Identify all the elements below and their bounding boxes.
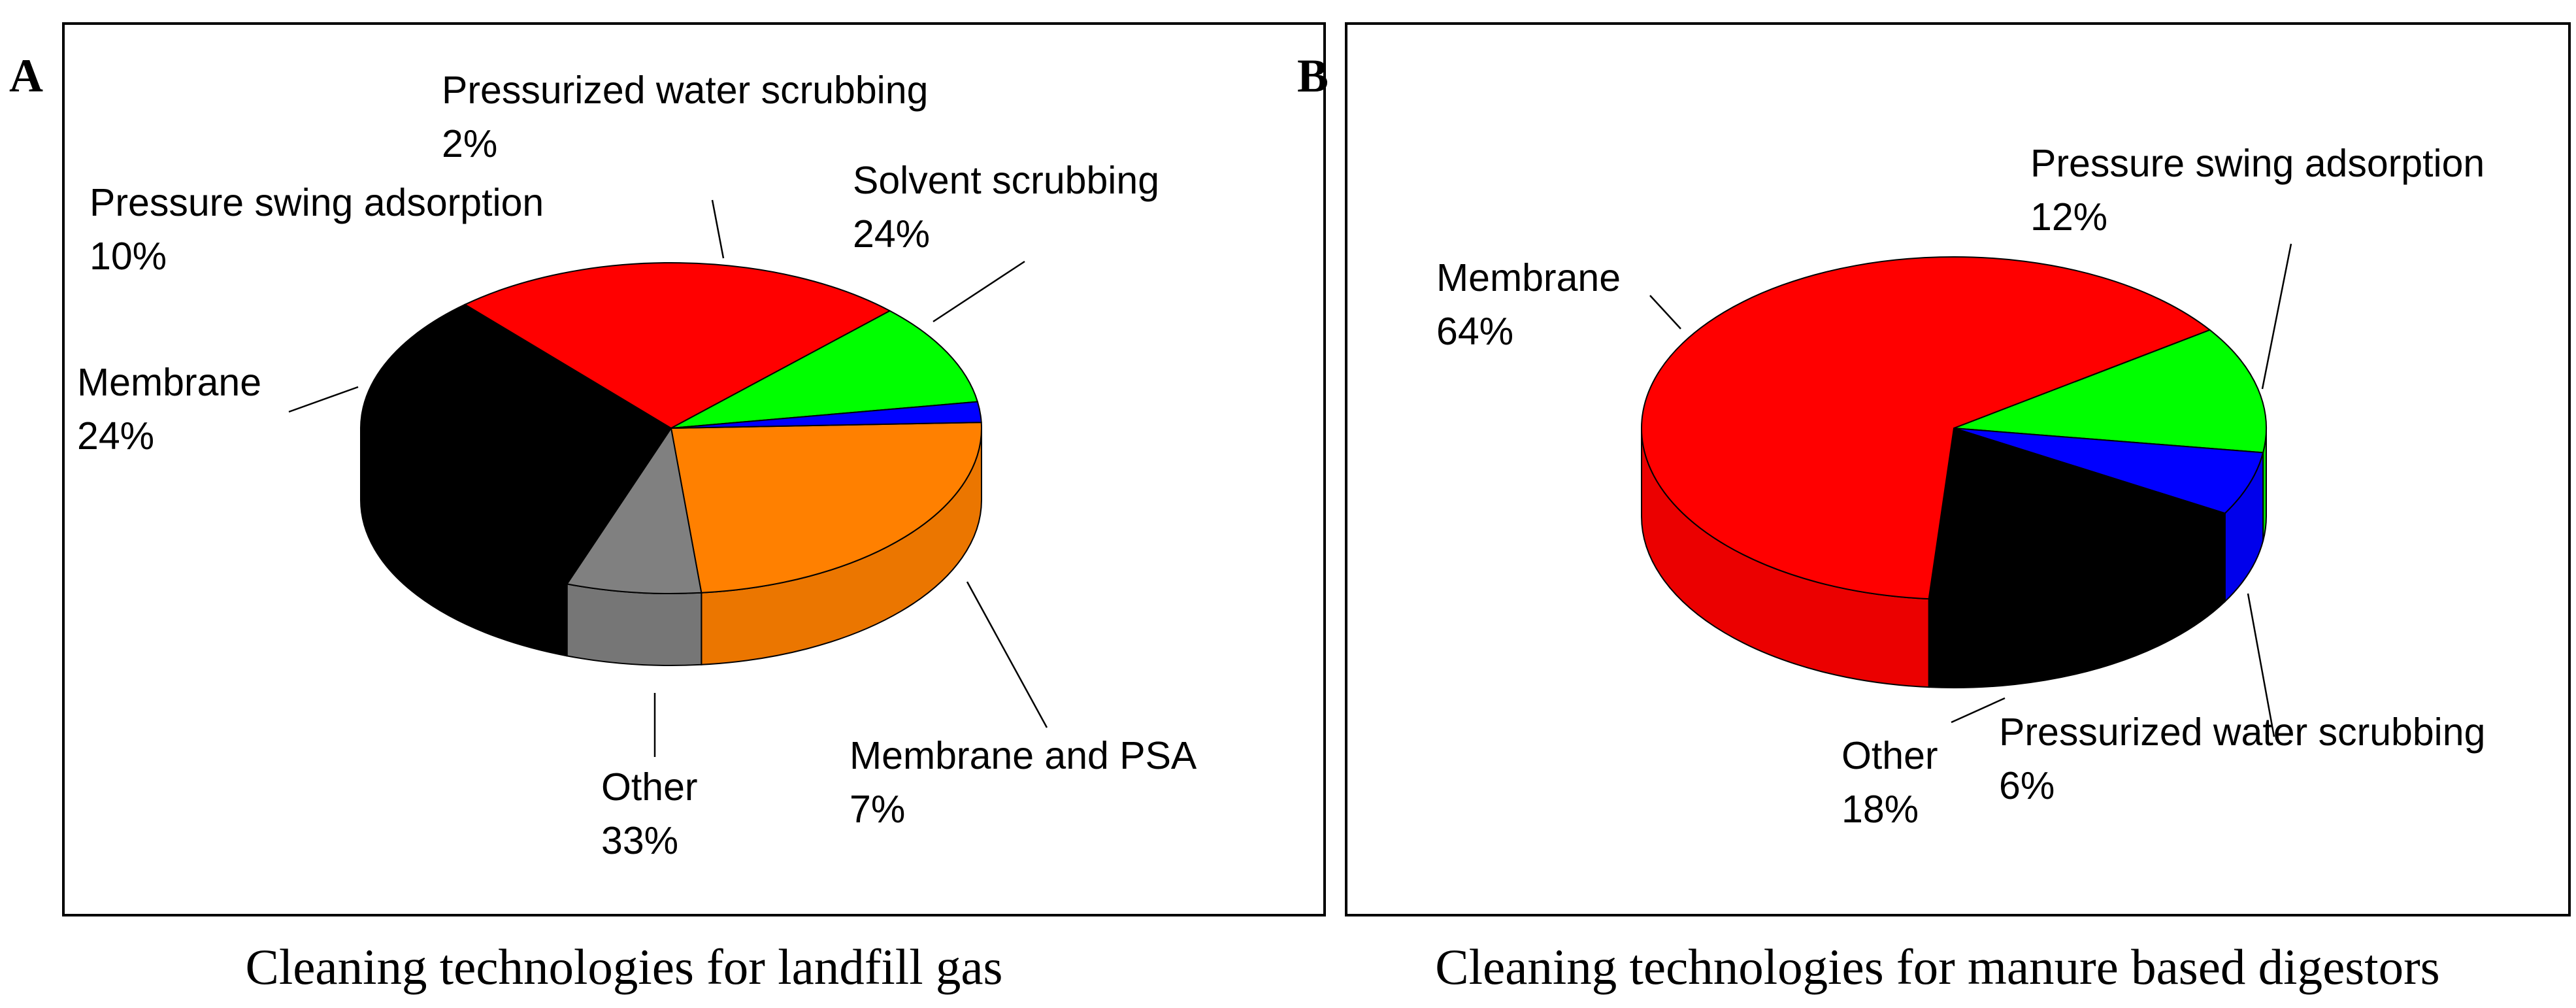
pie-slice-solvent-scrubbing [670,422,982,594]
leader-line-pressurized-water-scrubbing [711,199,725,259]
panel-a-caption: Cleaning technologies for landfill gas [246,939,1003,995]
slice-value-other: 33% [601,819,678,862]
leader-line-other [1951,697,2006,724]
slice-value-membrane: 64% [1436,310,1513,353]
panel-a: A Solvent scrubbing 24% Membrane and PSA 7%… [9,22,1326,995]
slice-label-pressure-swing-adsorption: Pressure swing adsorption [2030,142,2485,185]
pie-slice-pressure-swing-adsorption [670,310,979,429]
pie-slice-pressurized-water-scrubbing [1953,428,2264,514]
pie-chart-manure: Pressure swing adsorption 12% Pressurized … [1436,142,2485,831]
leader-line-membrane [1649,295,1681,329]
slice-label-pressurized-water-scrubbing: Pressurized water scrubbing [1999,711,2485,754]
pie-slice-membrane [463,262,891,429]
slice-value-other: 18% [1841,788,1919,831]
slice-value-pressure-swing-adsorption: 12% [2030,195,2107,239]
slice-label-pressurized-water-scrubbing: Pressurized water scrubbing [442,69,928,112]
slice-label-other: Other [601,765,698,809]
slice-label-pressure-swing-adsorption: Pressure swing adsorption [90,181,544,224]
pie-chart-landfill: Solvent scrubbing 24% Membrane and PSA 7% Ot… [77,69,1197,862]
pie-slice-other [360,303,672,585]
pie-slice-pressure-swing-adsorption [1953,329,2267,454]
slice-value-solvent-scrubbing: 24% [853,212,930,256]
leader-line-membrane [288,386,359,413]
slice-value-pressurized-water-scrubbing: 6% [1999,764,2055,807]
pie-slices [360,262,982,594]
panel-b-frame [1345,22,2571,916]
slice-label-membrane-and-psa: Membrane and PSA [850,734,1197,777]
slice-label-solvent-scrubbing: Solvent scrubbing [853,159,1159,202]
pie-slice-other [1928,427,2226,600]
pie-slice-membrane [1641,256,2211,600]
slice-value-pressure-swing-adsorption: 10% [90,235,167,278]
leader-line-membrane-and-psa [966,581,1048,728]
panel-b-letter: B [1297,50,1329,102]
panel-a-letter: A [9,50,43,102]
pie-slices [1641,256,2267,600]
slice-value-membrane: 24% [77,414,154,458]
panel-a-frame [62,22,1326,916]
pie-slice-pressurized-water-scrubbing [670,401,982,429]
slice-value-membrane-and-psa: 7% [850,788,905,831]
panel-b: B Pressure swing adsorption 12% Pressurize… [1297,22,2571,995]
leader-line-pressurized-water-scrubbing [2247,593,2275,737]
leader-line-pressure-swing-adsorption [2261,243,2292,390]
slice-value-pressurized-water-scrubbing: 2% [442,122,497,165]
leader-line-solvent-scrubbing [933,260,1025,323]
slice-label-membrane: Membrane [1436,256,1621,299]
slice-label-membrane: Membrane [77,361,261,404]
slice-label-other: Other [1841,734,1938,777]
panel-b-caption: Cleaning technologies for manure based d… [1435,939,2439,995]
pie-side-membrane-and-psa [566,583,702,666]
pie-slice-membrane-and-psa [565,426,702,594]
